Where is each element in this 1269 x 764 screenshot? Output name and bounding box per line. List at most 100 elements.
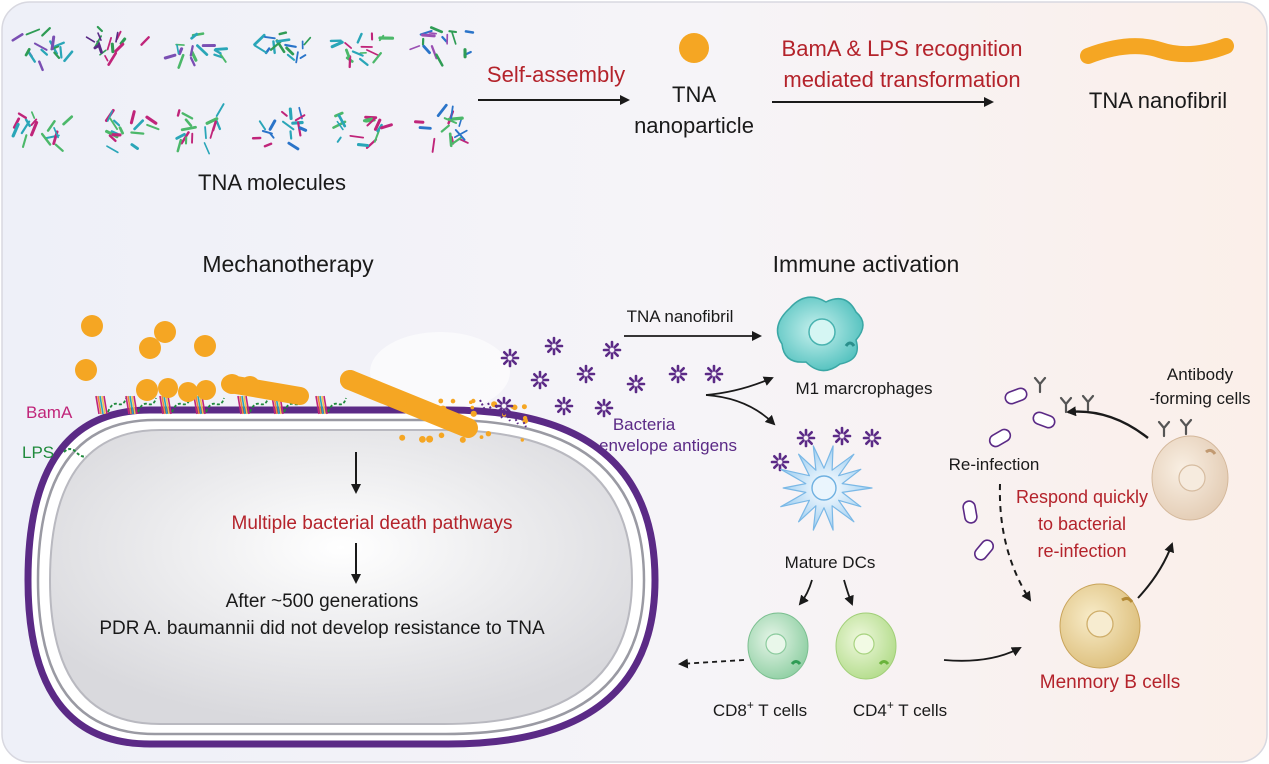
reinfecting-bacteria-group [962, 387, 1056, 561]
mechanotherapy-heading: Mechanotherapy [202, 251, 374, 277]
antigen-icon [862, 428, 882, 448]
antigen-icon [494, 396, 514, 416]
antibody-label-line2: -forming cells [1149, 389, 1250, 408]
nanoparticle-label-line1: TNA [672, 82, 716, 107]
respond-label-line3: re-infection [1037, 541, 1126, 561]
antibody-cell-nucleus [1178, 464, 1206, 492]
antigen-icon [832, 426, 852, 446]
tna-molecule [163, 32, 229, 69]
mature-dcs-label: Mature DCs [785, 553, 876, 572]
antibody-icon [1033, 376, 1047, 394]
tna-nanofibril-icon [1080, 38, 1234, 64]
respond-label-line1: Respond quickly [1016, 487, 1148, 507]
tna-molecule [11, 27, 74, 72]
mature-dc-icon [780, 445, 873, 531]
antigen-icon [576, 364, 596, 384]
tna-molecule [85, 25, 150, 66]
respond-label-line2: to bacterial [1038, 514, 1126, 534]
antigens-label-line2: envelope antigens [599, 436, 737, 455]
recognition-label-line1: BamA & LPS recognition [782, 36, 1023, 61]
antibody-to-bacteria-arrow [1066, 406, 1149, 439]
lps-label: LPS [22, 443, 54, 462]
bama-protein [237, 395, 269, 415]
cd8-effector-arrow [678, 658, 745, 669]
tna-molecules-label: TNA molecules [198, 170, 346, 195]
generations-label: After ~500 generations [226, 591, 419, 612]
antibody-icon [1059, 396, 1073, 414]
macrophage-organelle [844, 341, 856, 347]
cd8-label: CD8+ T cells [713, 698, 807, 720]
nanofibril-penetrating [340, 370, 478, 438]
antigen-icon [626, 374, 646, 394]
bama-label: BamA [26, 403, 73, 422]
memory-b-nucleus [1086, 610, 1114, 638]
m1-label: M1 marcrophages [795, 379, 932, 398]
antibody-label-line1: Antibody [1167, 365, 1234, 384]
death-pathways-label: Multiple bacterial death pathways [232, 513, 513, 534]
reinfection-label: Re-infection [949, 455, 1040, 474]
cd8-nucleus [765, 633, 787, 655]
antigen-icon [500, 348, 520, 368]
antigen-to-dc-arrow [705, 394, 776, 426]
antibody-cell-organelle [1205, 448, 1217, 455]
cd4-to-memory-b-arrow [943, 647, 1022, 662]
antibody-icon [1179, 418, 1193, 436]
small-bacterium-icon [988, 428, 1012, 448]
self-assembly-label: Self-assembly [487, 62, 625, 87]
antigen-icon [554, 396, 574, 416]
antibody-icon [1081, 394, 1095, 412]
antigen-icon [770, 452, 790, 472]
recognition-label-line2: mediated transformation [783, 67, 1020, 92]
antigen-icon [704, 364, 724, 384]
tna-nanoparticle-icon [679, 33, 709, 63]
bama-protein [125, 395, 157, 415]
bacterium-cytoplasm [48, 429, 634, 725]
nanoparticle-label-line2: nanoparticle [634, 113, 754, 138]
bama-protein [315, 395, 347, 415]
cd4-organelle [878, 660, 890, 666]
antigen-to-m1-arrow [705, 376, 774, 396]
tna-molecules-group [11, 25, 475, 155]
tna-molecule [409, 26, 475, 67]
small-bacterium-icon [1032, 411, 1056, 429]
antigen-icon [544, 336, 564, 356]
small-bacterium-icon [962, 500, 978, 524]
dc-to-cd8-arrow [798, 579, 813, 606]
antigen-icon [796, 428, 816, 448]
tna-molecule [251, 106, 308, 151]
memory-b-label: Menmory B cells [1040, 672, 1180, 693]
envelope-antigens-group [494, 336, 882, 472]
tna-molecule [332, 111, 393, 149]
antigen-icon [668, 364, 688, 384]
antigen-icon [602, 340, 622, 360]
tna-molecule [253, 31, 312, 64]
tna-molecule [104, 108, 160, 154]
nanoparticles-free [75, 315, 216, 381]
tna-molecule [11, 111, 74, 152]
resistance-label: PDR A. baumannii did not develop resista… [99, 618, 545, 639]
immune-heading: Immune activation [773, 251, 960, 277]
membrane-debris [399, 398, 528, 443]
antigens-label-line1: Bacteria [613, 415, 676, 434]
tna-molecule [414, 103, 469, 153]
reinfection-arrow [998, 483, 1032, 602]
antibodies-group [1033, 376, 1193, 438]
tna-molecule [175, 103, 225, 155]
memory-to-antibody-arrow [1137, 542, 1175, 599]
memory-b-organelle [1121, 596, 1134, 603]
antigen-icon [594, 398, 614, 418]
dc-to-cd4-arrow [843, 579, 854, 606]
antigen-icon [530, 370, 550, 390]
nanoparticles-bound [136, 370, 478, 438]
macrophage-nucleus [808, 318, 836, 346]
bacterium-cell-wall [36, 418, 646, 736]
lps-pointer [63, 448, 87, 458]
tna-molecule [329, 32, 395, 69]
immune-nanofibril-label: TNA nanofibril [627, 307, 734, 326]
cd4-nucleus [853, 633, 875, 655]
cd4-label: CD4+ T cells [853, 698, 947, 720]
bama-protein [95, 395, 127, 415]
bama-lps-proteins [95, 395, 347, 415]
